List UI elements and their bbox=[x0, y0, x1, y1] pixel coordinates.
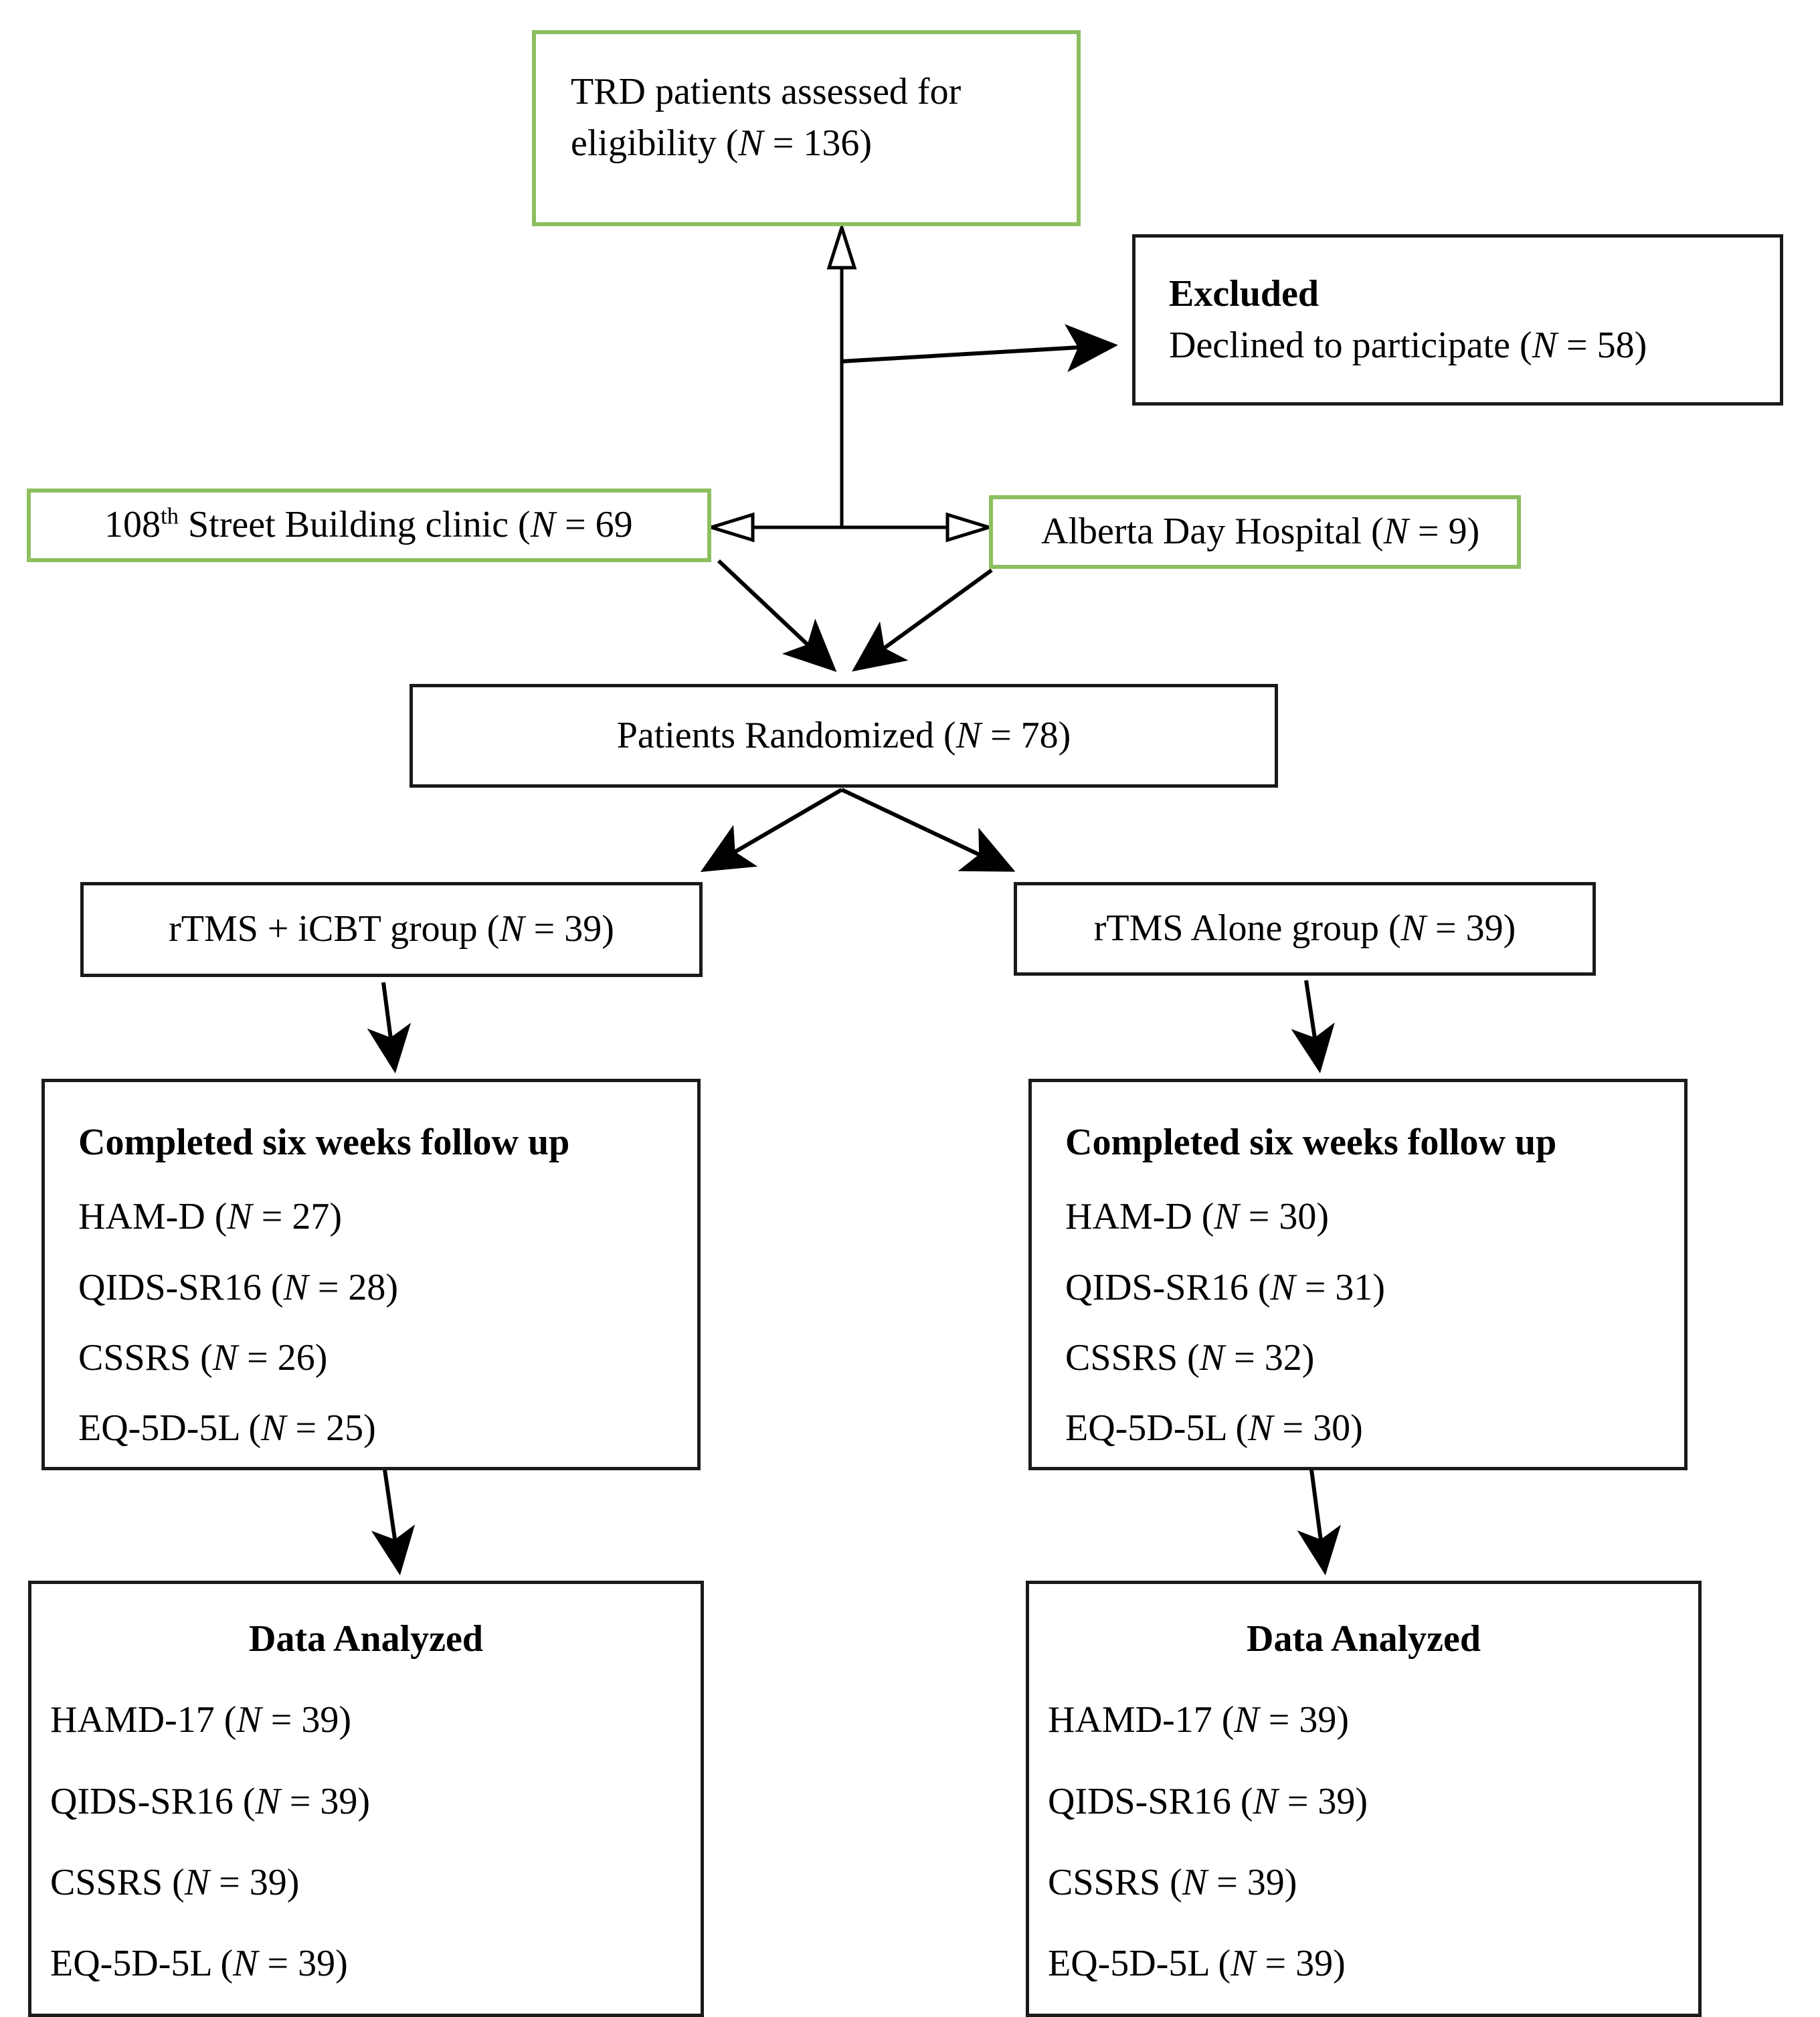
analyzed-left-measure-qids: QIDS-SR16 (N = 39) bbox=[50, 1780, 371, 1822]
arrow-left-followup-to-analyzed bbox=[371, 1469, 416, 1575]
arrow-right-arm-to-followup bbox=[1291, 980, 1335, 1073]
excluded-reason: Declined to participate (N = 58) bbox=[1169, 325, 1647, 366]
n-symbol: N bbox=[530, 504, 556, 546]
followup-right-measure-qids: QIDS-SR16 (N = 31) bbox=[1065, 1266, 1386, 1308]
analyzed-right-measure-cssrs: CSSRS (N = 39) bbox=[1048, 1861, 1297, 1903]
node-arm-rtms-icbt: rTMS + iCBT group (N = 39) bbox=[80, 882, 703, 977]
followup-right-heading: Completed six weeks follow up bbox=[1065, 1122, 1557, 1163]
n-symbol: N bbox=[233, 1943, 258, 1985]
node-excluded: Excluded Declined to participate (N = 58… bbox=[1132, 234, 1783, 406]
node-arm-rtms-alone: rTMS Alone group (N = 39) bbox=[1014, 882, 1596, 976]
arrow-left-clinic-to-randomized bbox=[717, 559, 837, 673]
group-right-text: rTMS Alone group (N = 39) bbox=[1093, 907, 1516, 950]
n-symbol: N bbox=[1214, 1196, 1239, 1238]
n-symbol: N bbox=[1270, 1266, 1295, 1308]
clinic-left-text: 108th Street Building clinic (N = 69 bbox=[104, 503, 633, 546]
n-symbol: N bbox=[1248, 1407, 1273, 1450]
n-symbol: N bbox=[261, 1407, 286, 1450]
analyzed-left-measure-cssrs: CSSRS (N = 39) bbox=[50, 1861, 300, 1903]
analyzed-right-measure-eq5d: EQ-5D-5L (N = 39) bbox=[1048, 1943, 1346, 1985]
arrow-right-followup-to-analyzed bbox=[1297, 1469, 1342, 1575]
n-symbol: N bbox=[1400, 907, 1426, 950]
arrow-randomized-to-left-arm bbox=[700, 788, 843, 873]
n-symbol: N bbox=[236, 1699, 262, 1741]
excluded-heading: Excluded bbox=[1169, 272, 1320, 315]
eligibility-line-1: TRD patients assessed for bbox=[571, 71, 962, 112]
analyzed-right-measure-qids: QIDS-SR16 (N = 39) bbox=[1048, 1780, 1368, 1822]
node-followup-rtms-alone: Completed six weeks follow up HAM-D (N =… bbox=[1028, 1079, 1688, 1470]
node-clinic-108th-street: 108th Street Building clinic (N = 69 bbox=[27, 489, 711, 562]
n-symbol: N bbox=[227, 1196, 252, 1238]
followup-right-measure-eq5d: EQ-5D-5L (N = 30) bbox=[1065, 1407, 1363, 1450]
randomized-text: Patients Randomized (N = 78) bbox=[616, 714, 1071, 756]
node-patients-randomized: Patients Randomized (N = 78) bbox=[410, 684, 1278, 788]
arrow-recruitment-to-eligibility bbox=[826, 222, 857, 529]
node-assessed-for-eligibility: TRD patients assessed for eligibility (N… bbox=[532, 30, 1081, 226]
followup-left-measure-hamd: HAM-D (N = 27) bbox=[78, 1196, 343, 1238]
followup-left-measure-cssrs: CSSRS (N = 26) bbox=[78, 1336, 328, 1379]
followup-left-measure-eq5d: EQ-5D-5L (N = 25) bbox=[78, 1407, 376, 1450]
ordinal-suffix: th bbox=[161, 503, 179, 529]
n-symbol: N bbox=[1234, 1699, 1259, 1741]
clinic-right-text: Alberta Day Hospital (N = 9) bbox=[1041, 511, 1480, 553]
analyzed-left-heading: Data Analyzed bbox=[249, 1618, 483, 1660]
arrow-left-arm-to-followup bbox=[367, 982, 412, 1073]
node-followup-rtms-icbt: Completed six weeks follow up HAM-D (N =… bbox=[41, 1079, 701, 1470]
followup-left-measure-qids: QIDS-SR16 (N = 28) bbox=[78, 1266, 399, 1308]
n-symbol: N bbox=[1199, 1336, 1225, 1379]
analyzed-left-measure-hamd: HAMD-17 (N = 39) bbox=[50, 1699, 352, 1741]
analyzed-right-measure-hamd: HAMD-17 (N = 39) bbox=[1048, 1699, 1350, 1741]
n-symbol: N bbox=[184, 1861, 210, 1903]
n-symbol: N bbox=[283, 1266, 308, 1308]
n-symbol: N bbox=[1182, 1861, 1208, 1903]
arrow-randomized-to-right-arm bbox=[840, 788, 1016, 872]
followup-right-measure-hamd: HAM-D (N = 30) bbox=[1065, 1196, 1330, 1238]
eligibility-line-2: eligibility (N = 136) bbox=[571, 122, 873, 165]
analyzed-left-measure-eq5d: EQ-5D-5L (N = 39) bbox=[50, 1943, 348, 1985]
followup-right-measure-cssrs: CSSRS (N = 32) bbox=[1065, 1336, 1315, 1379]
n-symbol: N bbox=[955, 714, 982, 756]
n-symbol: N bbox=[1253, 1780, 1278, 1822]
arrow-to-excluded bbox=[841, 324, 1118, 373]
n-symbol: N bbox=[499, 908, 525, 950]
n-symbol: N bbox=[1231, 1943, 1256, 1985]
node-analyzed-rtms-alone: Data Analyzed HAMD-17 (N = 39) QIDS-SR16… bbox=[1026, 1581, 1702, 2017]
n-symbol: N bbox=[1383, 511, 1408, 553]
followup-left-heading: Completed six weeks follow up bbox=[78, 1122, 570, 1163]
n-symbol: N bbox=[1532, 325, 1557, 366]
n-symbol: N bbox=[255, 1780, 280, 1822]
node-alberta-day-hospital: Alberta Day Hospital (N = 9) bbox=[989, 495, 1521, 569]
n-symbol: N bbox=[212, 1336, 238, 1379]
node-analyzed-rtms-icbt: Data Analyzed HAMD-17 (N = 39) QIDS-SR16… bbox=[28, 1581, 704, 2017]
arrow-right-clinic-to-randomized bbox=[852, 568, 993, 672]
group-left-text: rTMS + iCBT group (N = 39) bbox=[169, 908, 614, 950]
n-symbol: N bbox=[738, 122, 763, 165]
arrow-recruitment-split bbox=[705, 512, 995, 543]
analyzed-right-heading: Data Analyzed bbox=[1247, 1618, 1481, 1660]
